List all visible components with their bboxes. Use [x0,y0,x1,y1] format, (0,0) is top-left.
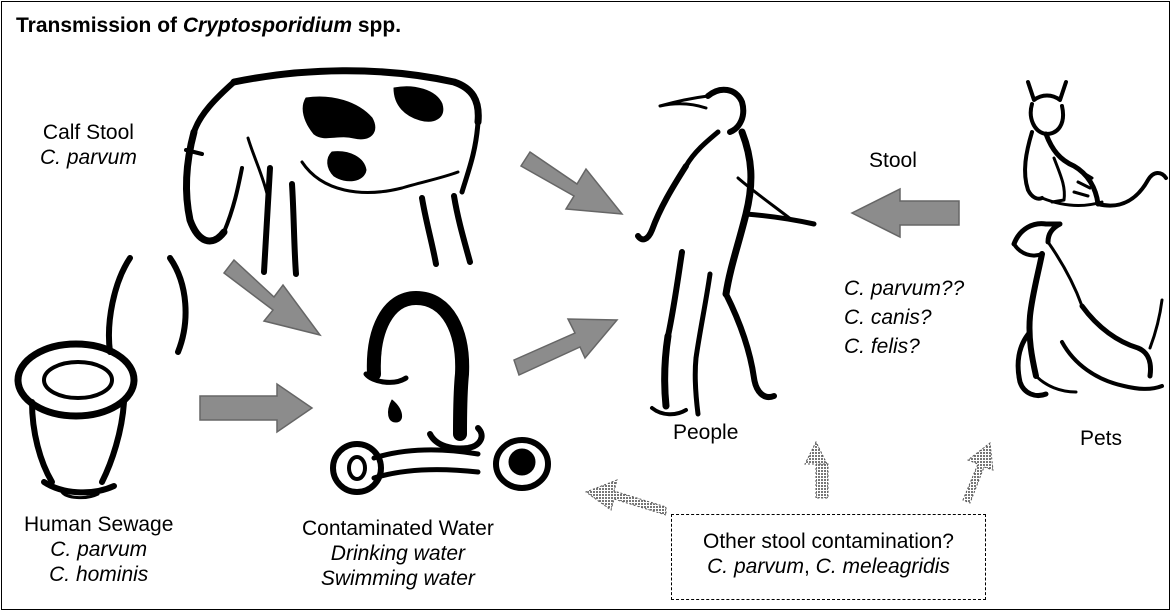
arrow-calf-to-water [224,260,320,335]
pet-species-3: C. felis? [844,332,964,361]
calf-name: Calf Stool [40,120,137,145]
arrow-sewage-to-water [200,384,312,432]
pet-species-label: C. parvum?? C. canis? C. felis? [844,274,964,361]
pet-species-1: C. parvum?? [844,274,964,303]
other-name: Other stool contamination? [672,529,985,554]
other-species-a: C. parvum [707,555,804,578]
faucet-icon [333,298,548,492]
arrow-calf-to-people [521,152,622,214]
sewage-label: Human Sewage C. parvum C. hominis [24,512,173,587]
cow-icon [186,71,478,274]
calf-label: Calf Stool C. parvum [40,120,137,170]
sewage-species-2: C. hominis [24,562,173,587]
calf-species-1: C. parvum [40,145,137,170]
water-use-1: Drinking water [302,541,494,566]
stool-label: Stool [869,148,917,173]
arrow-other-to-people [805,442,828,498]
other-species-b: C. meleagridis [816,555,950,578]
water-label: Contaminated Water Drinking water Swimmi… [302,516,494,591]
toilet-icon [18,258,186,498]
title-prefix: Transmission of [16,14,183,37]
pets-label: Pets [1080,426,1122,451]
arrow-pets-to-people [852,189,959,237]
other-species-sep: , [804,555,816,578]
sewage-name: Human Sewage [24,512,173,537]
people-label: People [673,420,738,445]
other-contamination-box: Other stool contamination? C. parvum, C.… [671,514,986,600]
water-use-2: Swimming water [302,566,494,591]
title-suffix: spp. [352,14,401,37]
people-name: People [673,420,738,445]
title-genus: Cryptosporidium [183,14,352,37]
arrow-water-to-people [514,319,617,375]
pet-species-2: C. canis? [844,303,964,332]
arrow-other-to-pets [963,443,993,503]
other-species: C. parvum, C. meleagridis [672,554,985,579]
pets-name: Pets [1080,426,1122,451]
sewage-species-1: C. parvum [24,537,173,562]
cat-icon [1025,82,1166,206]
other-label: Other stool contamination? C. parvum, C.… [672,529,985,579]
arrow-other-to-water [586,480,666,515]
dog-icon [1014,224,1162,396]
woman-icon [638,90,814,415]
stool-name: Stool [869,148,917,173]
water-name: Contaminated Water [302,516,494,541]
diagram-title: Transmission of Cryptosporidium spp. [16,14,401,38]
